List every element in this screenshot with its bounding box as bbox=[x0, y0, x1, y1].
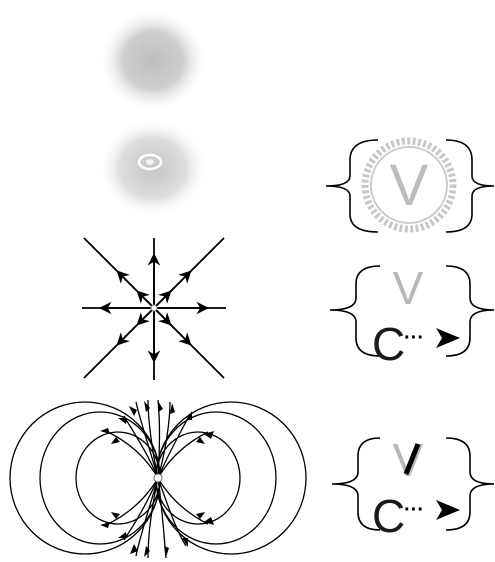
letter-v-partial: V bbox=[393, 434, 424, 486]
letter-c: C bbox=[372, 490, 405, 542]
letter-v-light: V bbox=[393, 262, 424, 314]
arrow-dots: ··· bbox=[404, 499, 424, 521]
arrow-head-icon bbox=[436, 328, 460, 348]
dipole-center bbox=[154, 474, 162, 482]
arrow-dots: ··· bbox=[404, 327, 424, 349]
arrow-head-icon bbox=[436, 500, 460, 520]
blurred-field-with-highlight bbox=[98, 118, 208, 218]
clock-letter-v: V bbox=[390, 153, 429, 218]
brace-group-row4: V C ··· bbox=[332, 434, 494, 542]
blurred-field-blob bbox=[98, 8, 208, 113]
right-brace bbox=[446, 266, 494, 356]
brace-group-row2: V bbox=[326, 140, 494, 232]
letter-c: C bbox=[372, 318, 405, 370]
brace-group-row3: V C ··· bbox=[330, 262, 494, 370]
radial-field-lines bbox=[82, 238, 226, 380]
right-brace bbox=[446, 438, 494, 530]
